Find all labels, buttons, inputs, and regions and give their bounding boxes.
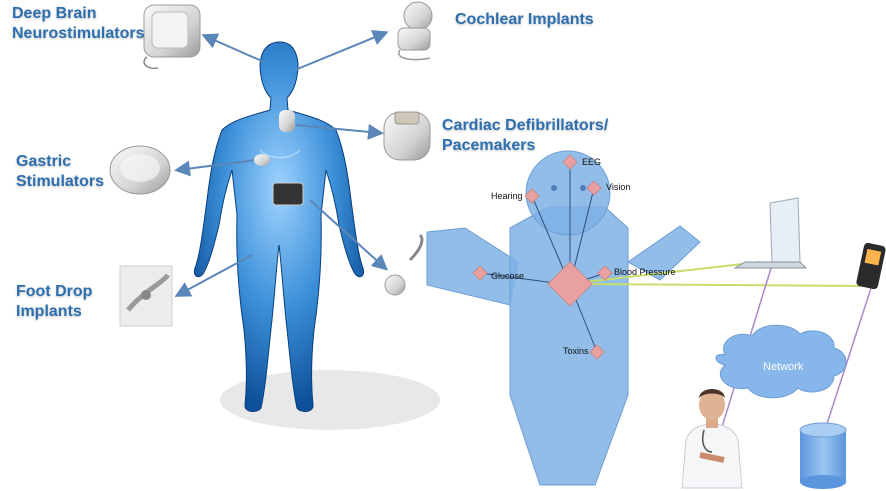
body-implant-chest <box>279 110 295 132</box>
deep-brain-device-icon <box>144 5 200 68</box>
deep-brain-label: Deep Brain Neurostimulators <box>12 4 144 44</box>
foot-drop-device-icon <box>120 266 172 326</box>
cardiac-label-line1: Cardiac Defibrillators/ <box>442 116 608 136</box>
glucose-label: Glucose <box>491 271 524 281</box>
foot-drop-label: Foot Drop Implants <box>16 282 92 322</box>
cochlear-device-icon <box>398 2 432 60</box>
toxins-label: Toxins <box>563 346 589 356</box>
phone-icon <box>856 242 886 290</box>
eeg-label: EEG <box>582 157 601 167</box>
doctor-icon <box>682 389 742 488</box>
body-implant-abdomen <box>273 183 303 205</box>
bladder-device-icon <box>385 235 422 295</box>
hearing-label: Hearing <box>491 191 523 201</box>
sensor-body <box>427 151 700 485</box>
gastric-device-icon <box>110 146 170 194</box>
cochlear-label-line1: Cochlear Implants <box>455 10 594 30</box>
human-figure <box>194 42 440 430</box>
deep-brain-label-line2: Neurostimulators <box>12 24 144 44</box>
left-arm <box>427 228 518 305</box>
deep-brain-label-line1: Deep Brain <box>12 4 144 24</box>
laptop-icon <box>735 198 806 268</box>
database-icon <box>800 423 846 489</box>
gastric-label-line2: Stimulators <box>16 172 104 192</box>
body-implant-stomach <box>254 154 270 166</box>
foot-drop-label-line2: Implants <box>16 302 92 322</box>
gastric-label-line1: Gastric <box>16 152 104 172</box>
foot-drop-label-line1: Foot Drop <box>16 282 92 302</box>
blood-pressure-label: Blood Pressure <box>614 267 676 277</box>
vision-label: Vision <box>606 182 630 192</box>
cochlear-label: Cochlear Implants <box>455 10 594 30</box>
cardiac-label-line2: Pacemakers <box>442 136 608 156</box>
gastric-label: Gastric Stimulators <box>16 152 104 192</box>
network-label: Network <box>763 361 803 373</box>
cardiac-device-icon <box>384 112 430 160</box>
cardiac-label: Cardiac Defibrillators/ Pacemakers <box>442 116 608 156</box>
